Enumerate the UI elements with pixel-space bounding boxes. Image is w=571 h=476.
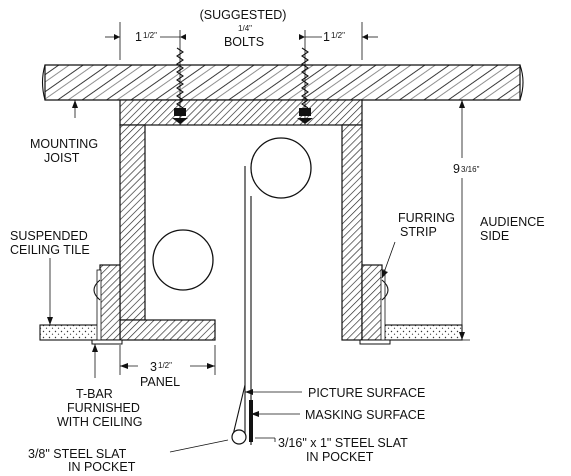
t-bar xyxy=(91,269,391,345)
height-frac: 3/16" xyxy=(461,165,480,174)
right-ceiling-tile xyxy=(381,324,463,341)
dim-left-frac: 1/2" xyxy=(143,31,157,40)
top-plate xyxy=(119,99,363,126)
height-whole: 9 xyxy=(453,162,460,176)
right-furring-strip xyxy=(361,264,383,341)
bolt-right xyxy=(297,30,313,125)
tbar-label-1: T-BAR xyxy=(76,387,113,401)
side-label: SIDE xyxy=(480,229,509,243)
bolts-fraction: 1/4" xyxy=(238,24,252,33)
joist-label: JOIST xyxy=(44,151,80,165)
panel-frac: 1/2" xyxy=(158,361,172,370)
panel-label: PANEL xyxy=(140,375,180,389)
panel-foot xyxy=(119,319,216,341)
suspended-label: SUSPENDED xyxy=(10,229,88,243)
masking-surface-label: MASKING SURFACE xyxy=(305,408,425,422)
upper-roller xyxy=(250,137,312,199)
left-furring-strip xyxy=(99,264,121,341)
height-dimension xyxy=(430,99,470,341)
panel-dimension xyxy=(119,345,216,375)
right-slat-label-1: 3/16" x 1" STEEL SLAT xyxy=(278,436,408,450)
bolts-label: BOLTS xyxy=(224,35,264,49)
mounting-joist-shape xyxy=(41,64,524,101)
dim-right-whole: 1 xyxy=(323,30,330,44)
right-slat xyxy=(249,400,253,442)
audience-label: AUDIENCE xyxy=(480,215,545,229)
leader-lines xyxy=(47,100,396,453)
picture-surface-label: PICTURE SURFACE xyxy=(308,386,425,400)
left-slat-label-1: 3/8" STEEL SLAT xyxy=(28,447,127,461)
panel-whole: 3 xyxy=(150,360,157,374)
strip-label: STRIP xyxy=(400,225,437,239)
suggested-label: (SUGGESTED) xyxy=(200,8,287,22)
dim-right-frac: 1/2" xyxy=(331,31,345,40)
dim-left-whole: 1 xyxy=(135,30,142,44)
left-wall xyxy=(119,124,146,321)
furring-label: FURRING xyxy=(398,211,455,225)
right-slat-label-2: IN POCKET xyxy=(306,450,374,464)
right-wall xyxy=(341,124,363,341)
left-slat-label-2: IN POCKET xyxy=(68,460,136,474)
bolt-left xyxy=(172,30,188,125)
lower-roller xyxy=(152,229,214,291)
tbar-label-2: FURNISHED xyxy=(67,401,140,415)
left-ceiling-tile xyxy=(39,324,101,341)
ceiling-tile-label: CEILING TILE xyxy=(10,243,90,257)
ceiling-clips xyxy=(93,279,389,301)
left-slat-pocket xyxy=(231,384,247,445)
tbar-label-3: WITH CEILING xyxy=(57,415,142,429)
top-dimension xyxy=(105,22,378,60)
mounting-label: MOUNTING xyxy=(30,137,98,151)
